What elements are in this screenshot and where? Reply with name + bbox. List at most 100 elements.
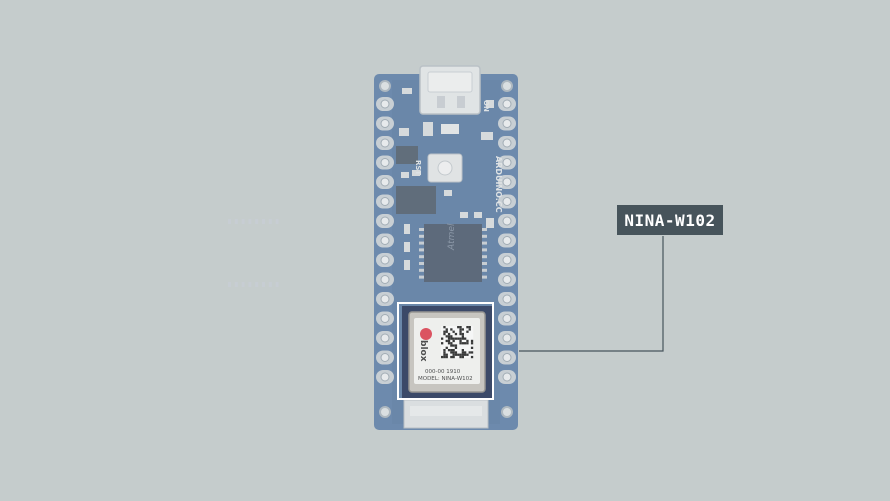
header-pin-hole [502,333,512,343]
header-pin-hole [380,138,390,148]
usb-opening [427,71,473,93]
qr-module [454,337,458,340]
mounting-hole [501,80,513,92]
qr-module [447,349,451,352]
ublox-logo-icon [420,328,432,340]
qr-module [466,330,469,333]
header-pin-hole [380,216,390,226]
mcu-pin [419,248,424,252]
right-pin-header [498,97,516,384]
qr-module [461,349,464,352]
qr-module [464,353,467,356]
header-pin-hole [502,197,512,206]
qr-module [441,337,444,340]
qr-module [441,355,444,359]
qr-module [447,332,451,336]
qr-module [443,326,446,329]
qr-module [450,355,453,359]
qr-module [459,330,462,333]
qr-module [457,337,460,340]
smd-part [423,122,433,136]
qr-module [457,326,460,329]
qr-module [459,328,462,331]
mcu-pin [482,275,487,279]
qr-module [461,337,464,340]
header-pin-hole [380,314,390,323]
mcu-pin [228,282,231,287]
qr-module [459,342,462,345]
mcu-pin [234,282,238,287]
qr-module [452,337,455,340]
qr-module [459,353,462,356]
qr-module [445,335,448,338]
header-pin-hole [380,99,390,109]
silkscreen-brand: ARDUINO.CC [494,156,503,213]
header-pin-hole [380,294,390,304]
smd-part [486,218,494,228]
qr-module [445,355,448,359]
mcu-pin [482,241,487,245]
mcu-pin [419,255,424,259]
left-pin-header [376,97,394,384]
qr-module [445,339,448,343]
qr-module [452,330,455,333]
mcu-pin [241,282,245,287]
mcu-pin [482,262,487,265]
qr-module [447,337,451,340]
qr-module [452,349,455,352]
nina-w102-module: blox 000-00 1910 MODEL: NINA-W102 [402,306,492,398]
mcu-pin [482,268,487,272]
header-pin-hole [380,197,390,206]
qr-module [450,342,453,345]
header-pin-hole [502,216,512,226]
header-pin-hole [380,255,390,265]
module-model: MODEL: NINA-W102 [418,376,473,382]
qr-module [443,353,446,356]
qr-module [450,349,453,352]
leader-line [519,236,664,352]
smd-part [404,224,410,234]
header-pin-hole [380,119,390,128]
mcu-pins [228,219,487,287]
qr-module [470,346,474,349]
smd-part [412,170,420,176]
smd-part [399,128,409,136]
qr-module [466,342,469,345]
mcu-pin [255,219,259,224]
mcu-pin [275,219,279,224]
qr-module [461,335,464,338]
qr-module [459,326,462,329]
header-pin-hole [502,275,512,284]
qr-module [452,339,455,343]
qr-module [468,328,471,331]
mcu-pin [241,219,245,224]
mcu-pin [482,228,487,231]
qr-module [450,337,453,340]
qr-module [466,326,469,329]
qr-module [454,351,458,354]
module-serial: 000-00 1910 [425,369,461,375]
qr-module [441,342,444,345]
mcu-pin [419,262,424,265]
qr-module [452,351,455,354]
qr-module [459,339,462,343]
header-pin-hole [502,353,512,362]
mcu-pin [275,282,279,287]
mcu-pin [234,219,238,224]
qr-module [454,353,458,356]
qr-module [443,355,446,359]
header-pin-hole [502,138,512,148]
header-pin-hole [502,99,512,109]
crystal-chip [396,186,436,214]
qr-module [454,346,458,349]
qr-module [461,328,464,331]
module-highlight [397,302,494,400]
mcu-pin [262,282,265,287]
mcu-pin [228,219,231,224]
nina-w102-callout: NINA-W102 [617,205,723,235]
qr-module [459,337,462,340]
mounting-hole [379,406,391,418]
qr-module [461,355,464,359]
qr-module [447,339,451,343]
header-pin-hole [380,333,390,343]
